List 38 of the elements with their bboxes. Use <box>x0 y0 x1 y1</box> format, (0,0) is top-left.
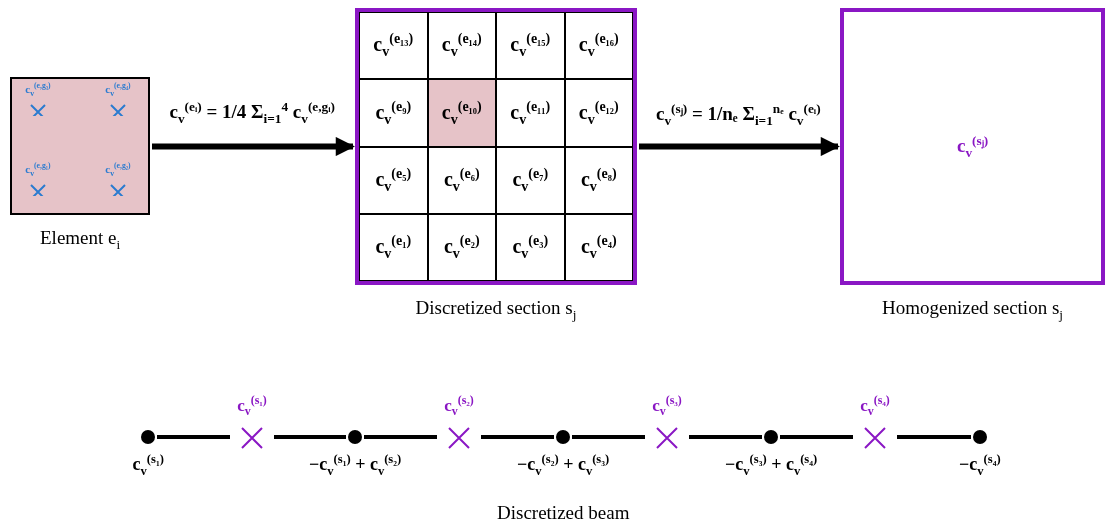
arrow <box>639 136 840 157</box>
grid-cell <box>359 213 428 281</box>
panel-caption: Discretized section s$_{j}$ <box>415 297 577 323</box>
grid-cell <box>427 12 496 80</box>
grid-cell <box>359 146 428 214</box>
grid-cell <box>496 146 565 214</box>
beam-node-dot <box>973 430 987 444</box>
beam-segment <box>274 435 346 439</box>
panel-caption: Homogenized section s$_{j}$ <box>882 297 1063 323</box>
arrow <box>152 136 355 157</box>
beam-segment <box>780 435 853 439</box>
grid-cell <box>496 12 565 80</box>
beam-node-dot <box>556 430 570 444</box>
grid-cell <box>564 79 633 147</box>
panel-caption: Element e$_{i}$ <box>40 227 121 253</box>
beam-segment <box>897 435 971 439</box>
beam-segment <box>481 435 554 439</box>
beam-node-dot <box>764 430 778 444</box>
diagram-caption: Discretized beam <box>497 502 630 524</box>
beam-segment <box>157 435 230 439</box>
section-grid <box>355 8 637 285</box>
grid-cell <box>564 146 633 214</box>
grid-cell <box>359 12 428 80</box>
grid-cell <box>496 79 565 147</box>
beam-segment <box>572 435 645 439</box>
grid-cell <box>427 79 496 147</box>
homogenized-section <box>840 8 1105 285</box>
beam-node-dot <box>348 430 362 444</box>
grid-cell <box>496 213 565 281</box>
grid-cell <box>359 79 428 147</box>
grid-cell <box>427 146 496 214</box>
grid-cell <box>564 12 633 80</box>
beam-segment <box>364 435 437 439</box>
beam-segment <box>689 435 762 439</box>
grid-cell <box>427 213 496 281</box>
grid-cell <box>564 213 633 281</box>
beam-node-dot <box>141 430 155 444</box>
element-square <box>10 77 150 215</box>
